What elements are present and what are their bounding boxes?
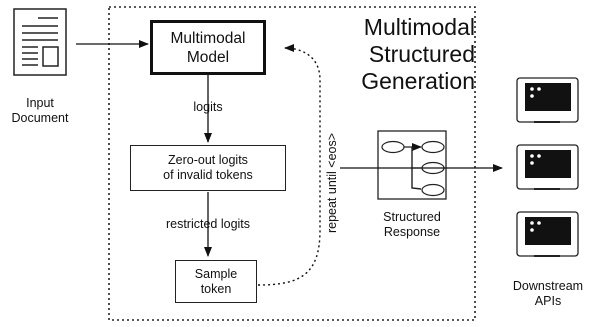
graph-icon [377,130,447,200]
title-line-1: Multimodal [363,14,475,40]
input-document-label: Input Document [10,96,70,126]
diagram-title: Multimodal Structured Generation [361,14,475,95]
input-label-line-2: Document [11,111,69,125]
sample-token-box: Sample token [175,260,257,303]
downstream-label-line-2: APIs [534,294,562,308]
terminal-icon [516,144,579,190]
zero-out-line-2: of invalid tokens [163,168,253,182]
downstream-label-line-1: Downstream [512,279,584,293]
title-line-3: Generation [361,68,475,94]
structured-response-label: Structured Response [372,210,452,240]
title-line-2: Structured [368,41,475,67]
response-label-line-2: Response [383,225,441,239]
downstream-apis-label: Downstream APIs [508,279,588,309]
terminal-icon [516,77,579,123]
input-label-line-1: Input [26,96,54,110]
document-icon [13,8,67,76]
model-line-1: Multimodal [170,29,246,47]
model-line-2: Model [186,48,230,66]
multimodal-model-box: Multimodal Model [150,20,266,75]
logits-label: logits [193,100,223,114]
response-label-line-1: Structured [383,210,441,224]
generation-boundary [108,6,476,321]
zero-out-line-1: Zero-out logits [168,153,248,167]
terminal-icon [516,211,579,257]
restricted-logits-label: restricted logits [165,217,251,231]
sample-line-2: token [200,281,232,296]
repeat-until-eos-label: repeat until <eos> [325,132,339,234]
sample-line-1: Sample [194,266,238,281]
zero-out-logits-box: Zero-out logits of invalid tokens [130,145,286,191]
